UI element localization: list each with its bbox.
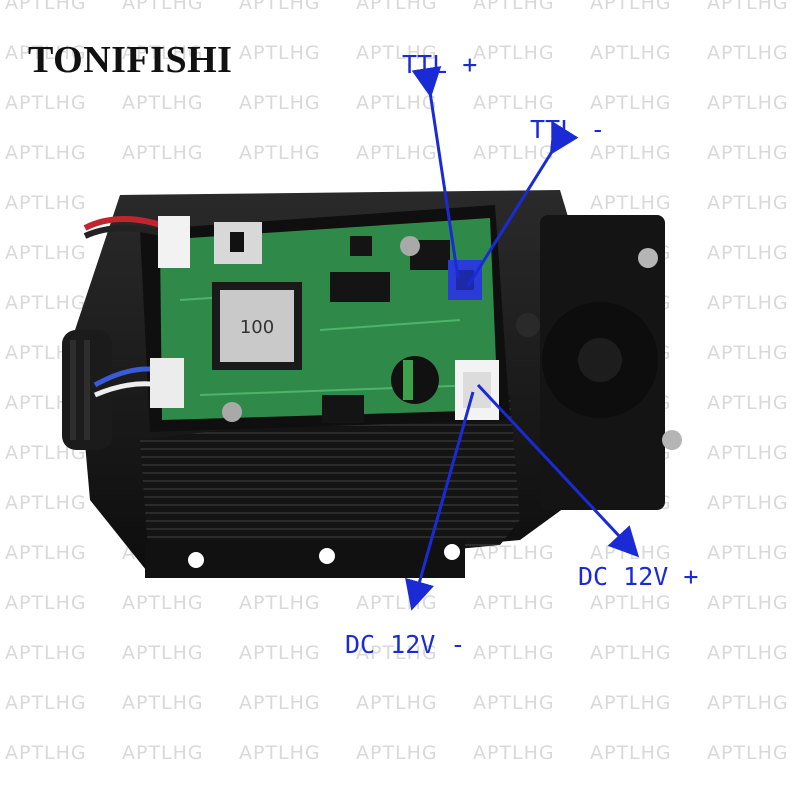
brand-logo: TONIFISHI [28, 39, 233, 81]
callout-dc-12v-plus: DC 12V + [578, 562, 699, 591]
callout-ttl-plus: TTL + [402, 50, 478, 79]
lens-barrel [62, 330, 112, 450]
cooling-fan [516, 215, 682, 510]
driver-pcb: 100 [83, 216, 499, 423]
callout-arrows [405, 66, 640, 611]
inductor-marking: 100 [240, 317, 274, 338]
callout-dc-12v-minus: DC 12V - [345, 630, 466, 659]
callout-ttl-minus: TTL - [530, 115, 606, 144]
